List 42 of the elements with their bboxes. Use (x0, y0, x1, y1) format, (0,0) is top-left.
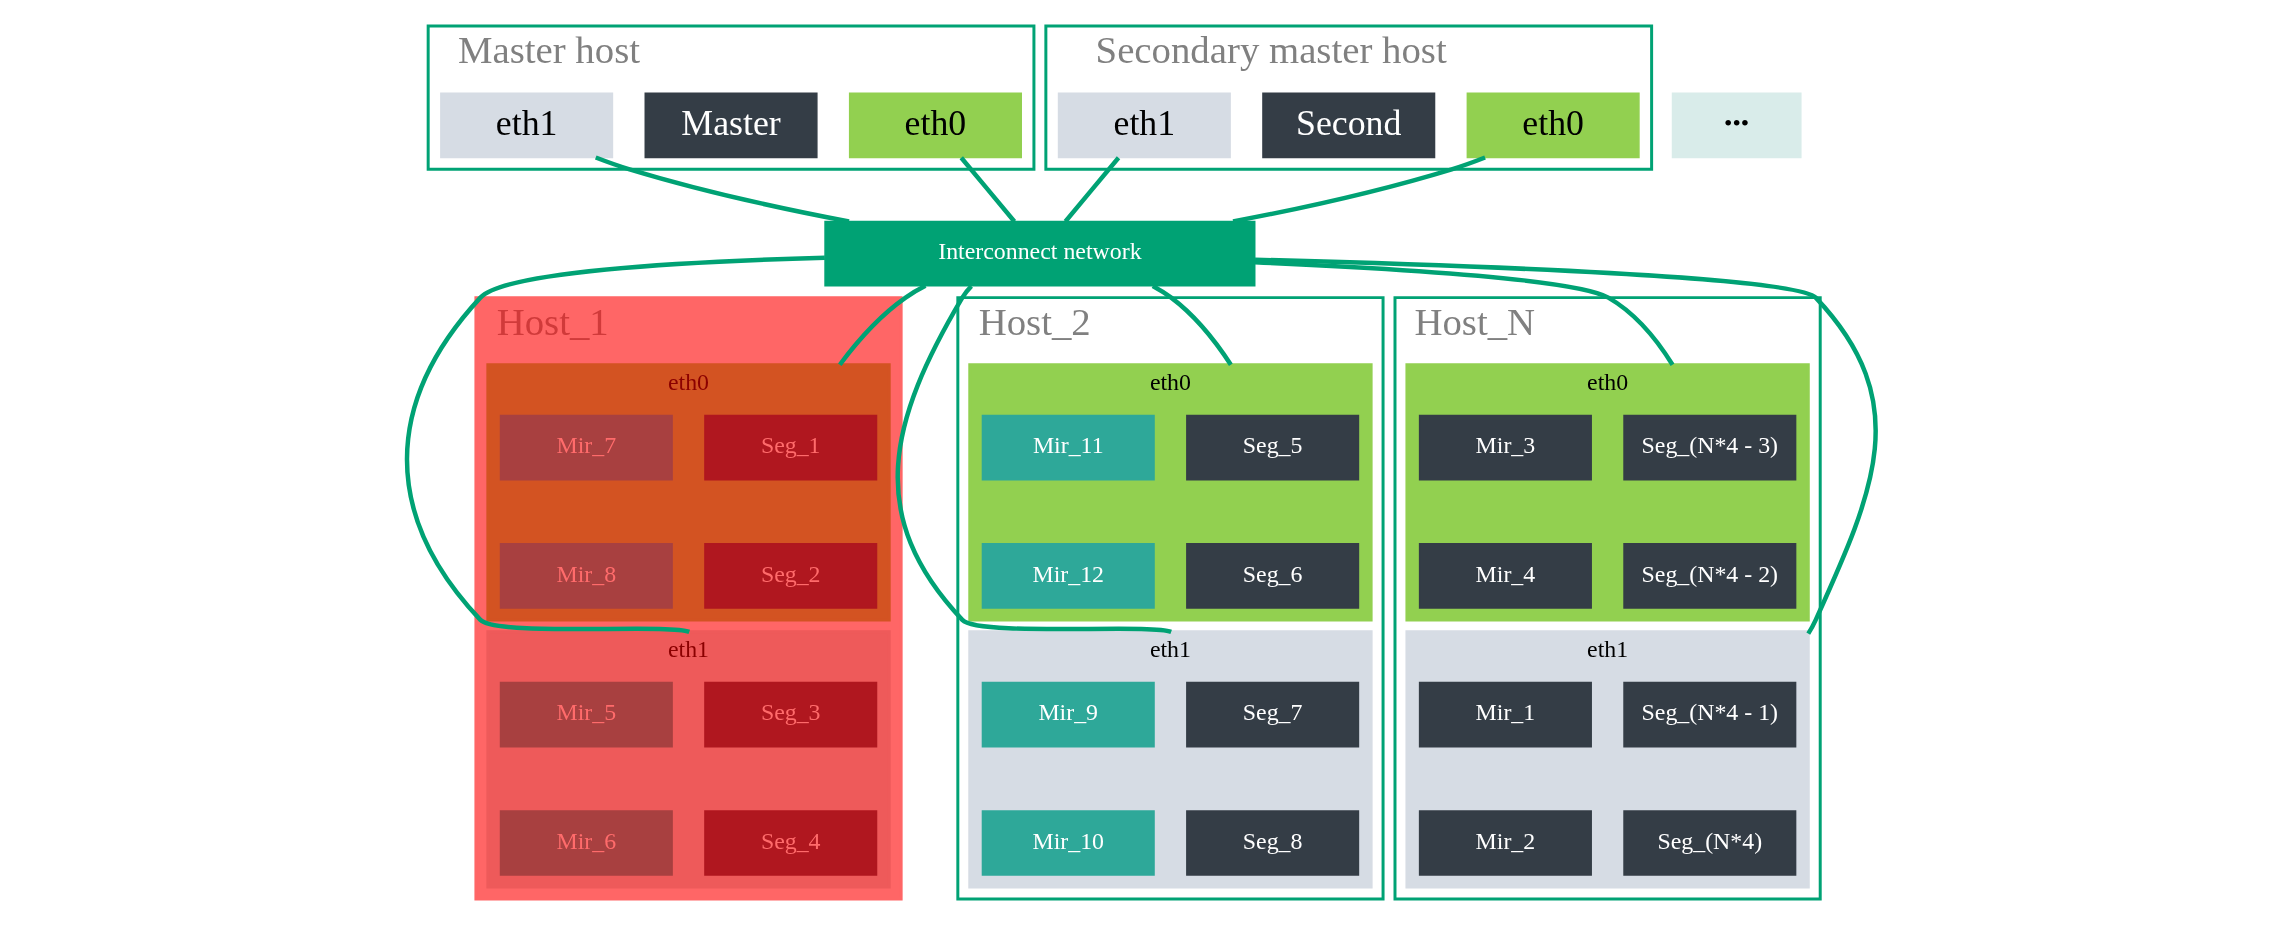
connector (1151, 284, 1233, 366)
node-box: Mir_2 (1418, 810, 1592, 876)
node-box: Mir_10 (981, 810, 1155, 876)
node-box: Seg_3 (703, 681, 877, 748)
node-box: Mir_12 (981, 543, 1155, 609)
node-box: Master (644, 92, 818, 159)
node-box: Seg_5 (1185, 414, 1359, 481)
node-box: Mir_11 (981, 414, 1155, 481)
connector (895, 284, 1172, 635)
node-box: Mir_4 (1418, 543, 1592, 609)
node-box: Interconnect network (823, 220, 1255, 287)
node-box: ••• (1671, 92, 1802, 159)
node-box: Seg_2 (703, 543, 877, 609)
node-box: Mir_3 (1418, 414, 1592, 481)
node-box: eth1 (439, 92, 613, 159)
node-box: Seg_6 (1185, 543, 1359, 609)
node-box: eth1 (1057, 92, 1231, 159)
connector (959, 156, 1016, 223)
node-box: Seg_(N*4 - 3) (1622, 414, 1796, 481)
node-box: Seg_1 (703, 414, 877, 481)
connector (837, 283, 926, 367)
node-box: eth0 (848, 92, 1022, 159)
node-box: eth0 (1466, 92, 1640, 159)
node-box: Mir_7 (499, 414, 673, 481)
node-box: Seg_(N*4 - 1) (1622, 681, 1796, 748)
node-box: Mir_8 (499, 543, 673, 609)
connector (594, 155, 849, 224)
node-box: Seg_4 (703, 810, 877, 876)
node-box: Seg_7 (1185, 681, 1359, 748)
node-box: Seg_8 (1185, 810, 1359, 876)
connector (1254, 260, 1674, 366)
connector (404, 255, 825, 635)
node-box: Mir_5 (499, 681, 673, 748)
node-box: Mir_6 (499, 810, 673, 876)
node-box: Mir_1 (1418, 681, 1592, 748)
node-box: Seg_(N*4) (1622, 810, 1796, 876)
node-box: Seg_(N*4 - 2) (1622, 543, 1796, 609)
node-box: Mir_9 (981, 681, 1155, 748)
connector (1254, 257, 1878, 635)
connector (1063, 156, 1120, 223)
node-box: Second (1261, 92, 1435, 159)
connector (1232, 155, 1486, 224)
